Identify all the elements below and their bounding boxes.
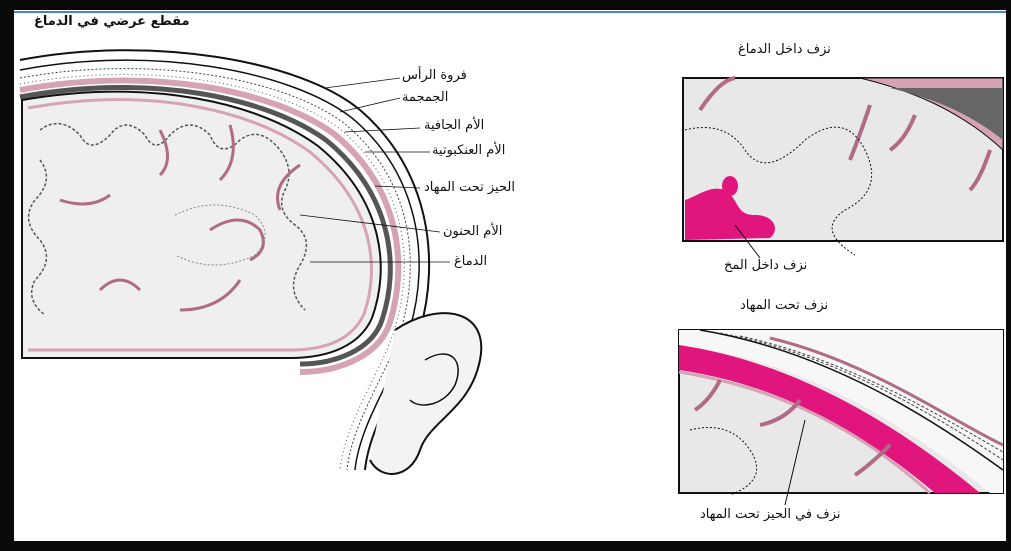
panel-intracerebral bbox=[683, 78, 1003, 258]
label-brain: الدماغ bbox=[454, 254, 487, 269]
label-pia: الأم الحنون bbox=[443, 224, 502, 239]
panel-top-title: نزف داخل الدماغ bbox=[738, 42, 831, 57]
label-subdural-space: الحيز تحت المهاد bbox=[424, 180, 515, 195]
label-skull: الجمجمة bbox=[402, 90, 448, 105]
main-title: مقطع عرضي في الدماغ bbox=[34, 14, 190, 29]
panel-subdural bbox=[679, 330, 1003, 505]
panel-bottom-caption: نزف في الحيز تحت المهاد bbox=[700, 507, 841, 522]
label-dura: الأم الجافية bbox=[424, 118, 484, 133]
panel-bottom-title: نزف تحت المهاد bbox=[740, 298, 828, 313]
panel-top-caption: نزف داخل المخ bbox=[724, 258, 807, 273]
label-scalp: فروة الرأس bbox=[402, 68, 467, 83]
label-arachnoid: الأم العنكبوتية bbox=[432, 143, 505, 158]
